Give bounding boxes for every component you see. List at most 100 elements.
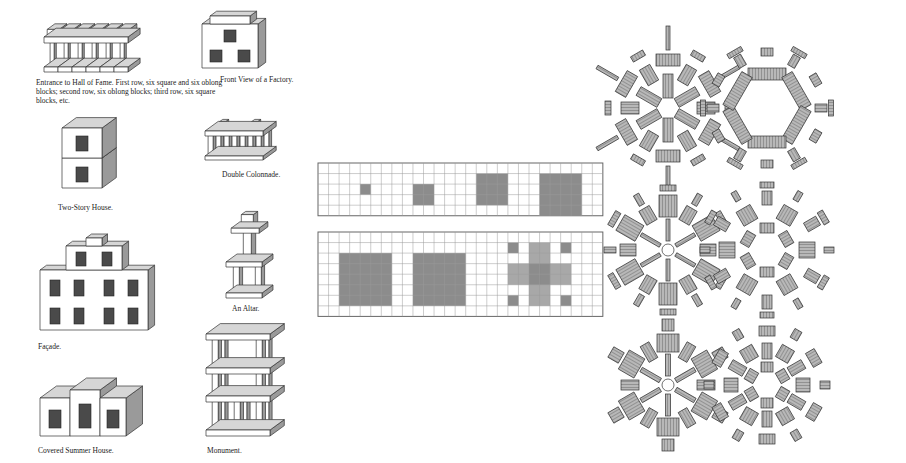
grid-line — [318, 184, 603, 185]
block-piece — [692, 215, 720, 242]
block-piece — [732, 429, 744, 442]
block-face — [44, 37, 128, 43]
block-piece — [787, 360, 806, 377]
block-piece — [608, 273, 621, 290]
star-pattern — [608, 319, 728, 451]
block-piece — [639, 64, 658, 86]
block-piece — [700, 244, 716, 256]
center-ring — [662, 379, 674, 391]
grid-line — [318, 295, 603, 296]
block-piece — [675, 367, 697, 382]
grid-line — [370, 163, 371, 216]
grid-border — [318, 163, 603, 216]
filled-square — [508, 295, 519, 306]
figure-caption: Covered Summer House. — [38, 446, 178, 455]
block-piece — [805, 349, 822, 368]
block-piece — [761, 362, 773, 372]
block-piece — [775, 386, 790, 401]
block-piece — [620, 244, 636, 256]
block-piece — [727, 157, 743, 169]
block-piece — [744, 386, 759, 401]
block-piece — [697, 380, 715, 390]
block-piece — [677, 130, 696, 152]
figure-caption: Monument. — [207, 446, 307, 455]
block-piece — [760, 312, 774, 318]
block-piece — [723, 72, 752, 111]
block-piece — [817, 210, 829, 225]
grid-line — [507, 163, 508, 216]
block-piece — [691, 193, 702, 206]
grid-line — [581, 163, 582, 216]
grid-line — [539, 163, 540, 216]
filled-square — [561, 243, 572, 254]
block-face — [100, 67, 114, 72]
window-opening — [238, 50, 250, 62]
block-piece — [809, 73, 822, 87]
grid-line — [318, 205, 603, 206]
block-face — [258, 18, 266, 68]
block-piece — [793, 298, 803, 310]
block-face — [66, 246, 122, 270]
block-piece — [662, 319, 674, 331]
block-face — [114, 58, 140, 67]
center-ring — [662, 244, 674, 256]
block-face — [62, 128, 102, 158]
block-face — [205, 121, 276, 131]
block-piece — [657, 418, 679, 436]
block-figure — [206, 324, 284, 436]
filled-square — [413, 253, 466, 306]
block-piece — [662, 439, 674, 451]
grid-line — [412, 163, 413, 216]
window-opening — [224, 30, 236, 42]
grid-line — [339, 163, 340, 216]
block-face — [205, 156, 263, 160]
block-piece — [596, 65, 619, 80]
window-opening — [104, 308, 114, 324]
block-piece — [666, 394, 671, 416]
block-piece — [712, 403, 729, 422]
filled-square — [360, 184, 371, 195]
block-piece — [656, 150, 680, 162]
grid-line — [318, 274, 603, 275]
block-face — [202, 24, 258, 68]
window-opening — [74, 308, 84, 324]
grid-line — [318, 263, 603, 264]
block-face — [205, 146, 276, 156]
window-opening — [128, 308, 138, 324]
grid-border — [318, 232, 603, 316]
grid-line — [318, 194, 603, 195]
block-piece — [719, 242, 735, 258]
star-pattern — [596, 26, 740, 190]
block-piece — [633, 294, 644, 307]
block-piece — [805, 403, 822, 422]
block-face — [226, 254, 273, 262]
grid-line — [560, 163, 561, 216]
block-piece — [675, 233, 696, 247]
block-piece — [615, 71, 637, 98]
block-piece — [640, 367, 662, 382]
block-piece — [608, 347, 624, 363]
window-opening — [74, 280, 84, 296]
grid-line — [318, 173, 603, 174]
grid-line — [318, 253, 603, 254]
block-face — [206, 396, 270, 402]
block-piece — [793, 190, 803, 202]
block-piece — [674, 87, 700, 108]
grid-line — [328, 163, 329, 216]
figure-caption: Entrance to Hall of Fame. First row, six… — [36, 78, 231, 105]
block-piece — [803, 216, 820, 232]
block-piece — [630, 50, 645, 62]
block-piece — [656, 54, 680, 66]
block-piece — [803, 268, 820, 284]
block-piece — [705, 275, 717, 290]
grid-line — [455, 163, 456, 216]
grid-line — [391, 163, 392, 216]
block-face — [226, 285, 273, 293]
block-piece — [776, 274, 798, 296]
figure-caption: An Altar. — [232, 304, 312, 313]
block-piece — [615, 119, 637, 146]
grid-panels — [318, 163, 603, 316]
block-piece — [596, 135, 619, 150]
grid-panel — [318, 163, 603, 216]
